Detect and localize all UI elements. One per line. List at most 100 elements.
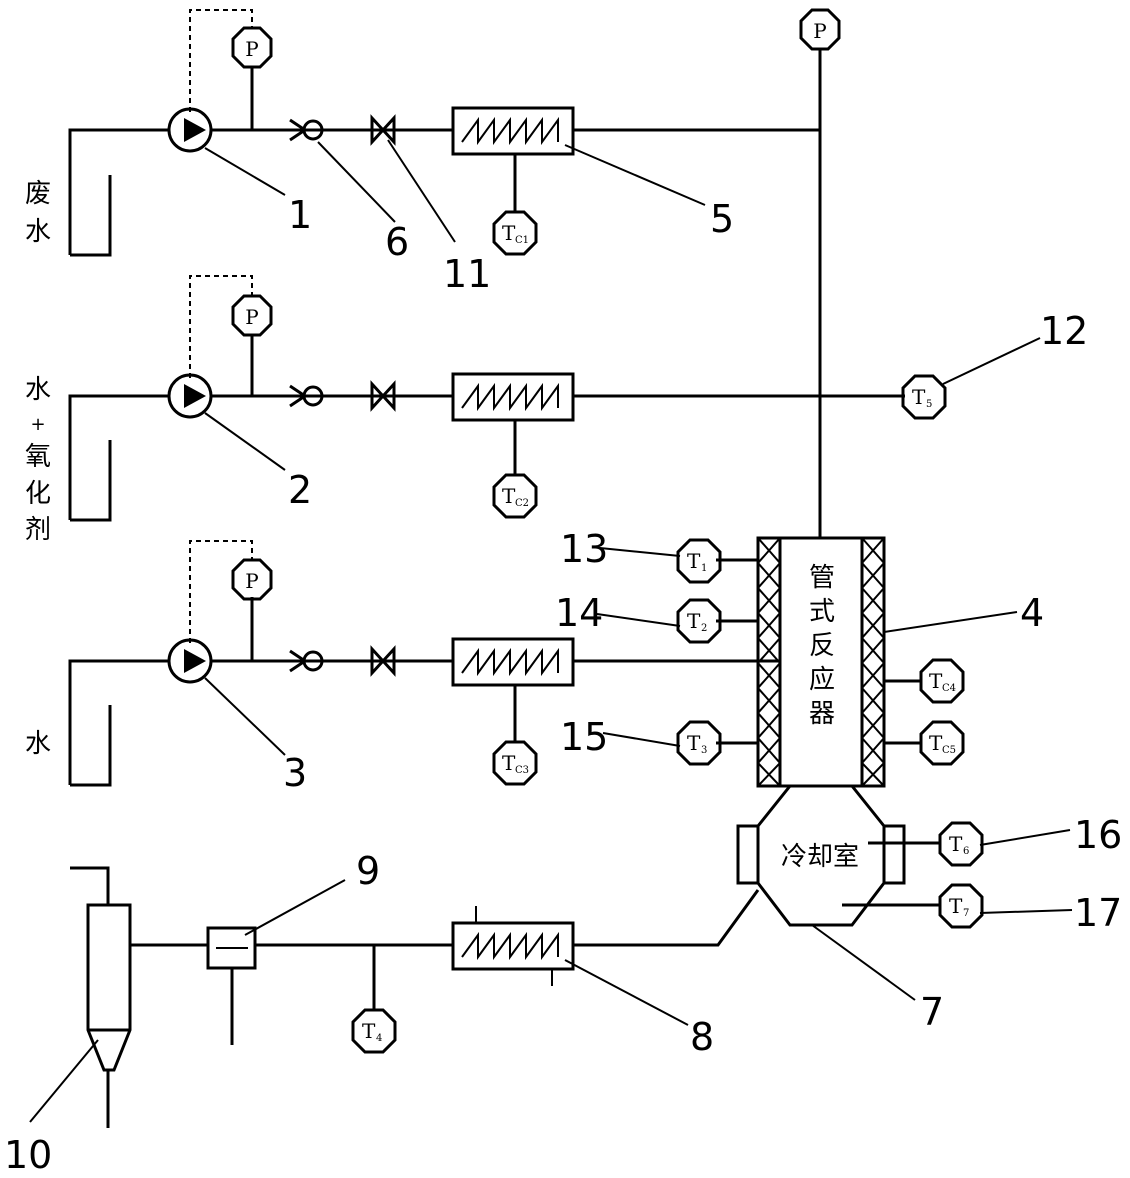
feed-label-char: +	[30, 414, 45, 435]
feed-label-char: 剂	[25, 515, 51, 545]
sensor-letter: T	[502, 484, 516, 508]
jacket-pattern-left	[756, 537, 782, 787]
jacket-pattern-left	[756, 537, 782, 787]
temperature-controller-icon: T C2	[492, 473, 538, 519]
temperature-controller-icon: T C1	[492, 210, 538, 256]
callout-number: 7	[920, 990, 944, 1034]
sensor-letter: T	[949, 832, 963, 856]
temperature-sensor-icon: T 3	[676, 720, 722, 766]
temperature-sensor-icon: T 7	[938, 883, 984, 929]
temperature-sensor-icon: T 1	[676, 538, 722, 584]
reactor-label-char: 管	[809, 563, 835, 593]
pump-control-link-3	[189, 540, 253, 643]
pump-icon	[167, 107, 213, 153]
callout-number: 2	[288, 468, 312, 512]
sensor-suffix: 1	[701, 563, 707, 574]
callout-number: 6	[385, 220, 409, 264]
feed-label-char: 水	[25, 729, 51, 759]
temperature-controller-icon: T C4	[919, 658, 965, 704]
sensor-suffix: C3	[515, 765, 529, 776]
reactor-label-char: 反	[809, 631, 835, 661]
feed-label-char: 水	[25, 217, 51, 247]
back-pressure-valve-icon	[206, 926, 257, 970]
callout-number: 1	[288, 193, 312, 237]
sensor-letter: T	[687, 609, 701, 633]
callout-number: 3	[283, 751, 307, 795]
gate-valve-icon	[370, 114, 396, 146]
callout-leaders	[29, 139, 1073, 1123]
wastewater-tank	[70, 175, 112, 257]
temperature-sensor-icon: T 5	[901, 374, 947, 420]
callout-number: 11	[443, 252, 491, 296]
feed-line-water	[68, 540, 780, 787]
wastewater-tank-outlet-pipe	[68, 128, 168, 255]
heater-icon	[451, 637, 575, 687]
sensor-suffix: C4	[942, 683, 956, 694]
callout-number: 13	[560, 527, 608, 571]
feed-labels: 废 水 水 + 氧 化 剂 水	[25, 179, 51, 759]
sensor-suffix: 5	[926, 399, 932, 410]
jacket-pattern-right	[860, 537, 886, 787]
outlet-line	[130, 889, 760, 1045]
sensor-suffix: 3	[701, 745, 707, 756]
pressure-gauge: P	[799, 8, 841, 51]
feed-line-wastewater	[68, 9, 820, 257]
sensor-letter: T	[912, 385, 926, 409]
sensor-letter: T	[929, 669, 943, 693]
callout-numbers: 1 2 3 4 5 6 7 8 9 10 11 12 13 14 15 16 1…	[4, 193, 1122, 1177]
callout-number: 17	[1074, 891, 1122, 935]
check-valve-icon	[289, 649, 324, 673]
callout-number: 8	[690, 1015, 714, 1059]
cooling-chamber-label: 冷却室	[781, 842, 859, 872]
check-valve-icons	[289, 118, 324, 673]
heater-icon	[451, 372, 575, 422]
temperature-sensor-icon: T 6	[938, 821, 984, 867]
check-valve-icon	[289, 118, 324, 142]
gauge-label: P	[245, 305, 258, 329]
feed-label-char: 废	[25, 179, 51, 209]
sensor-letter: T	[687, 549, 701, 573]
reactor-label-char: 应	[809, 665, 835, 695]
sensor-suffix: 2	[701, 623, 707, 634]
sensor-letter: T	[502, 221, 516, 245]
pump-icons	[167, 107, 213, 684]
sensor-letter: T	[502, 751, 516, 775]
feed-label-char: 化	[25, 479, 51, 509]
gauge-label: P	[245, 569, 258, 593]
cooling-chamber: 冷却室	[736, 784, 940, 927]
pump-control-link-1	[189, 9, 253, 112]
check-valve-icon	[289, 384, 324, 408]
temperature-sensor-icon: T 2	[676, 598, 722, 644]
pressure-gauge: P	[231, 294, 273, 337]
temperature-sensors: T C1 T C2 T C3 T 5 T 1 T	[351, 210, 984, 1054]
reactor-label-char: 器	[809, 699, 835, 729]
oxidant-tank-outlet-pipe	[68, 394, 168, 520]
gas-liquid-separator	[70, 866, 132, 1128]
sensor-suffix: 6	[963, 846, 969, 857]
sensor-letter: T	[949, 894, 963, 918]
callout-number: 16	[1074, 813, 1122, 857]
callout-number: 4	[1020, 591, 1044, 635]
water-tank	[70, 705, 112, 787]
sensor-suffix: 7	[963, 908, 969, 919]
sensor-letter: T	[929, 731, 943, 755]
feed-label-char: 氧	[25, 442, 51, 472]
callout-number: 12	[1040, 309, 1088, 353]
callout-number: 9	[356, 849, 380, 893]
jacket-pattern-right	[860, 537, 886, 787]
separator-gas-outlet	[70, 866, 110, 905]
gate-valve-icons	[370, 114, 396, 677]
temperature-sensor-icon: T 4	[351, 1008, 397, 1054]
feed-line-water-oxidant	[68, 275, 905, 522]
water-tank-outlet-pipe	[68, 659, 168, 785]
gate-valve-icon	[370, 380, 396, 412]
sensor-suffix: C5	[942, 745, 956, 756]
sensor-suffix: 4	[376, 1033, 382, 1044]
pump-icon	[167, 638, 213, 684]
gauge-label: P	[813, 19, 826, 43]
pump-icon	[167, 373, 213, 419]
callout-number: 15	[560, 715, 608, 759]
pressure-gauge: P	[231, 558, 273, 601]
heater-icon	[451, 106, 575, 156]
sensor-suffix: C1	[515, 235, 529, 246]
